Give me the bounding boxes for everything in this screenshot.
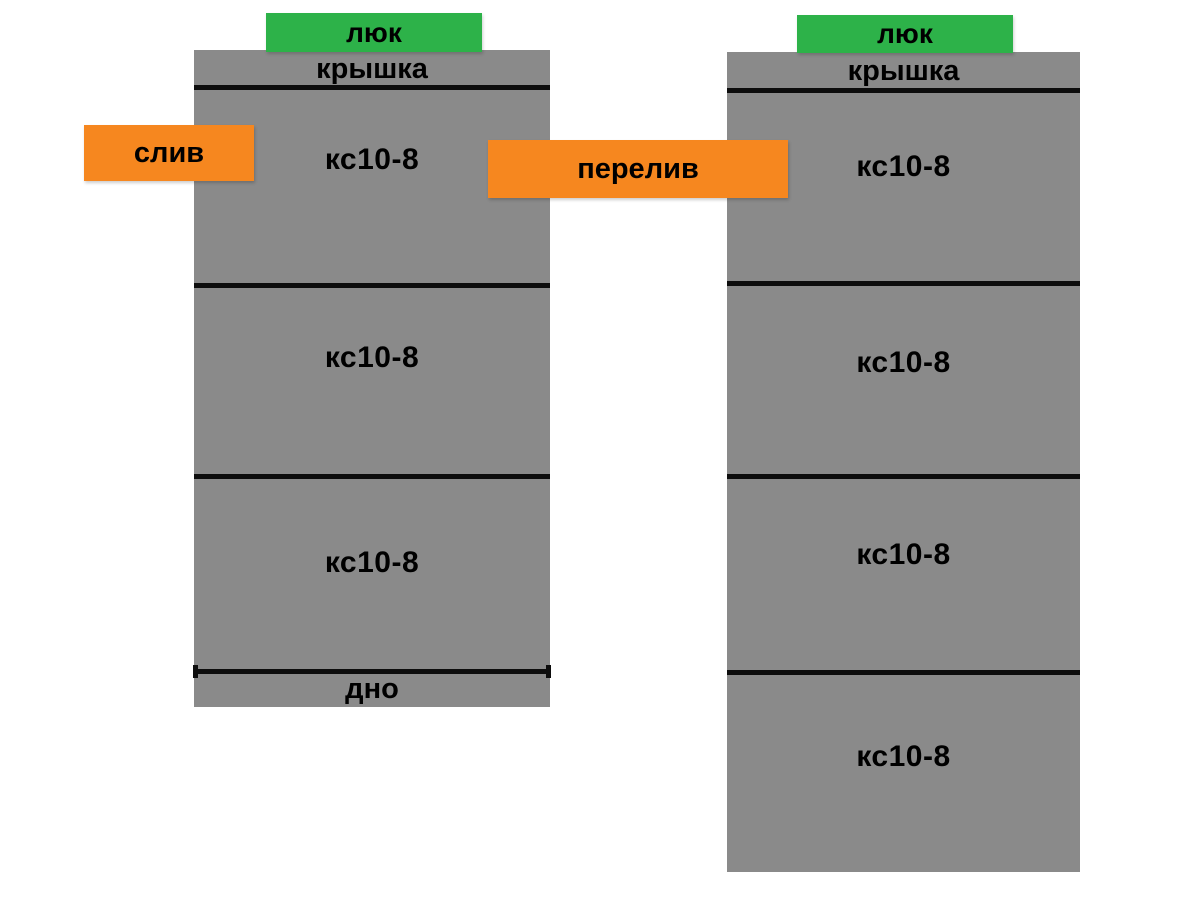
drain-callout: слив xyxy=(84,125,254,181)
right-ring-label-2: кс10-8 xyxy=(856,346,951,379)
left-cover-label: крышка xyxy=(316,53,428,85)
right-ring-label-3: кс10-8 xyxy=(856,538,951,571)
left-bottom-dimension-line xyxy=(193,665,551,678)
left-ring-divider-line-1 xyxy=(194,283,550,288)
right-ring-divider-line-3 xyxy=(727,670,1080,675)
right-hatch-block: люк xyxy=(797,15,1013,53)
left-ring-divider-line-2 xyxy=(194,474,550,479)
left-ring-label-2: кс10-8 xyxy=(324,341,420,374)
drain-label: слив xyxy=(133,136,205,169)
right-ring-label-1: кс10-8 xyxy=(856,150,951,183)
left-cover-divider-line xyxy=(194,85,550,90)
right-ring-divider-line-1 xyxy=(727,281,1080,286)
left-ring-label-1: кс10-8 xyxy=(324,143,420,176)
right-cover-label: крышка xyxy=(847,55,960,87)
left-bottom-label: дно xyxy=(345,672,399,705)
overflow-callout: перелив xyxy=(488,140,788,198)
right-ring-label-4: кс10-8 xyxy=(856,740,951,773)
left-hatch-label: люк xyxy=(346,16,402,48)
left-hatch-block: люк xyxy=(266,13,482,52)
right-cover-divider-line xyxy=(727,88,1080,93)
right-ring-divider-line-2 xyxy=(727,474,1080,479)
left-ring-label-3: кс10-8 xyxy=(324,546,420,579)
overflow-label: перелив xyxy=(577,152,699,185)
right-hatch-label: люк xyxy=(877,18,933,49)
